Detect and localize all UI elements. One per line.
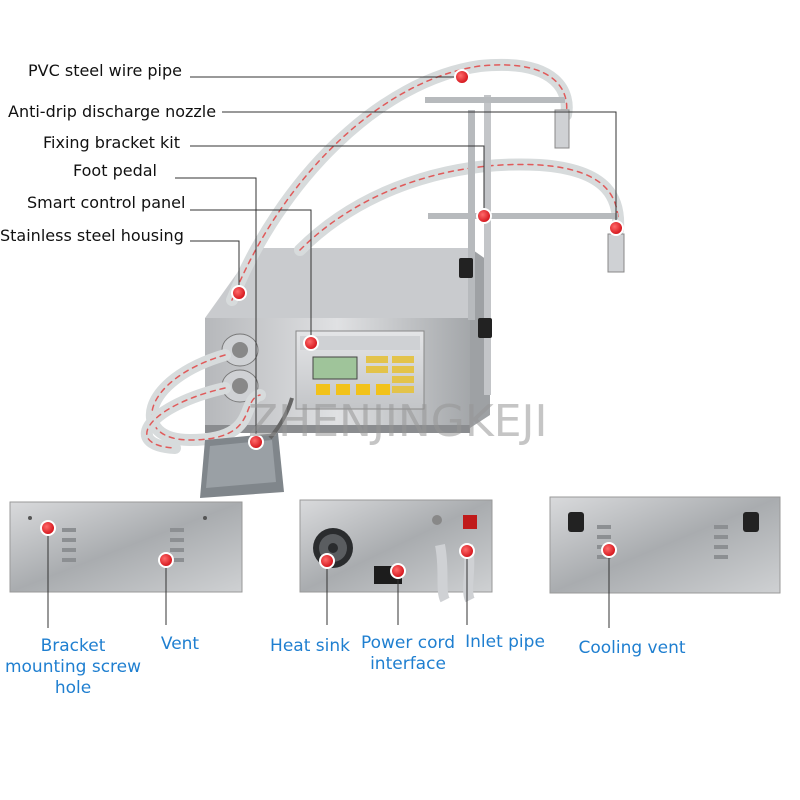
callout-inlet-pipe: Inlet pipe (465, 632, 545, 652)
watermark: ZHENJINGKEJI (248, 396, 548, 447)
label-housing: Stainless steel housing (0, 226, 184, 245)
foot-pedal (200, 397, 294, 498)
label-pvc-pipe: PVC steel wire pipe (28, 61, 182, 80)
label-panel: Smart control panel (27, 193, 186, 212)
side-view-right (549, 496, 781, 594)
callout-vent: Vent (160, 634, 200, 654)
callout-cooling-vent: Cooling vent (578, 638, 686, 658)
callout-power-cord: Power cord interface (360, 633, 456, 674)
label-nozzle: Anti-drip discharge nozzle (8, 102, 217, 121)
callout-bracket-hole: Bracket mounting screw hole (4, 636, 142, 698)
hoses (140, 58, 625, 454)
callout-markers (40, 69, 624, 579)
callout-heat-sink: Heat sink (270, 636, 350, 656)
leader-lines (175, 76, 617, 440)
side-fittings (221, 333, 259, 403)
side-view-left (9, 501, 243, 593)
label-bracket: Fixing bracket kit (43, 133, 180, 152)
label-pedal: Foot pedal (73, 161, 157, 180)
fixing-bracket (425, 95, 625, 395)
